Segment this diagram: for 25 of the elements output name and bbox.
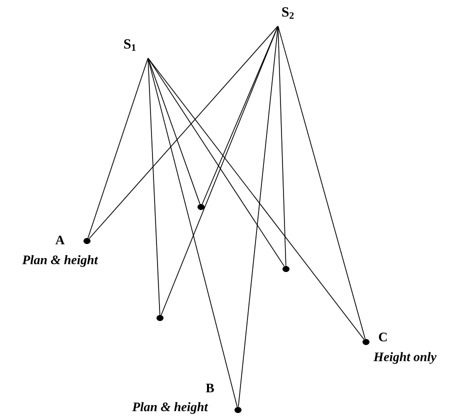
vertex-label: S$_{1}$ bbox=[124, 39, 136, 51]
node-label: Plan & height bbox=[22, 255, 98, 267]
point bbox=[282, 266, 290, 272]
point bbox=[156, 315, 164, 321]
node-label: Plan & height bbox=[132, 402, 208, 414]
node-label: A bbox=[55, 236, 65, 244]
line bbox=[148, 58, 364, 340]
node-label: C bbox=[378, 332, 387, 342]
line bbox=[88, 58, 148, 238]
vertex-label: S$_{2}$ bbox=[282, 7, 294, 19]
node-label: B bbox=[206, 384, 214, 392]
line bbox=[88, 26, 278, 239]
line bbox=[278, 26, 286, 266]
node-label: Height only bbox=[373, 352, 437, 364]
labeled-point: B Plan & height bbox=[132, 384, 242, 414]
line bbox=[148, 58, 200, 204]
line bbox=[148, 58, 238, 408]
line bbox=[278, 26, 366, 340]
line bbox=[202, 26, 278, 204]
line bbox=[160, 26, 278, 316]
labeled-point: A Plan & height bbox=[22, 236, 98, 267]
line bbox=[148, 58, 285, 267]
line bbox=[148, 58, 160, 316]
labeled-point: C Height only bbox=[362, 332, 437, 364]
point bbox=[198, 204, 204, 210]
